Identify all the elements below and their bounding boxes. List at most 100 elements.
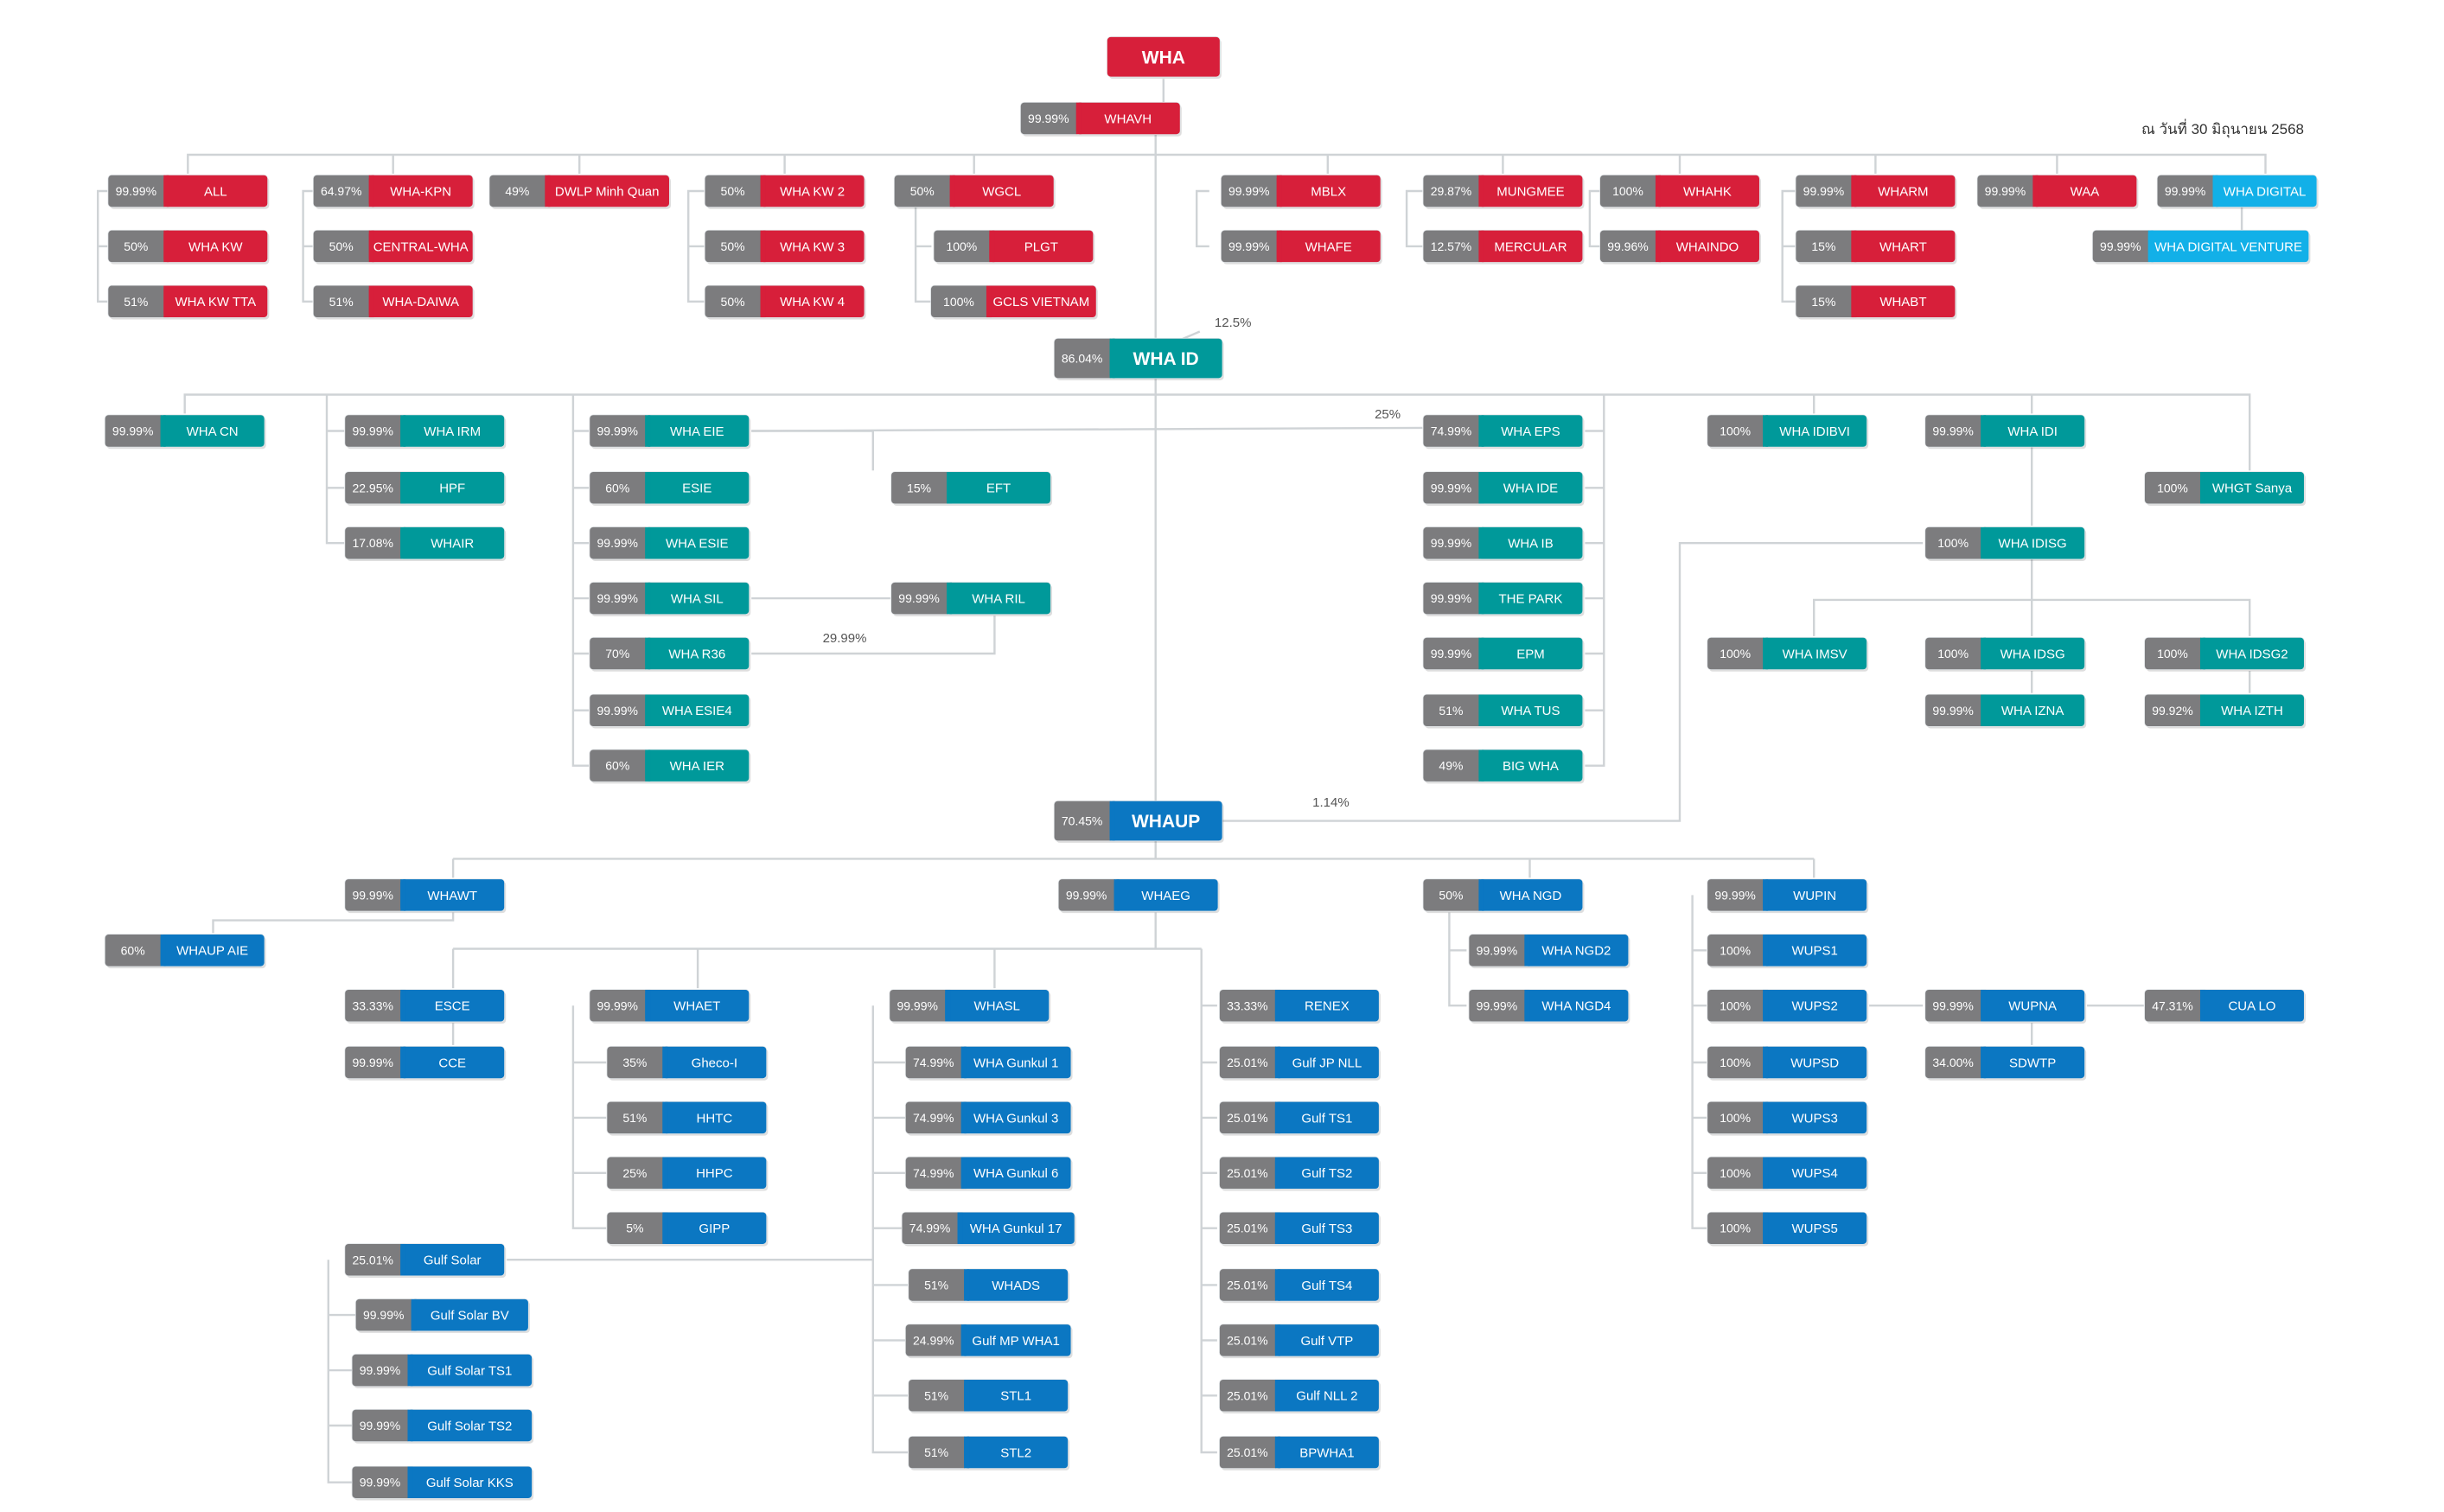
company-node-cualo: 47.31%CUA LO: [2144, 989, 2306, 1024]
ownership-percent-box: [590, 989, 649, 1022]
company-node-wups2: 100%WUPS2: [1707, 989, 1869, 1024]
company-name-box-edge: [1274, 1380, 1280, 1412]
company-name: DWLP Minh Quan: [555, 184, 660, 199]
company-name-box: [407, 1354, 533, 1387]
ownership-percent: 99.99%: [1932, 424, 1973, 438]
ownership-percent: 99.99%: [1985, 184, 2026, 198]
connector-line: [1195, 189, 1209, 248]
ownership-percent-box: [1423, 750, 1483, 782]
ownership-percent-box: [352, 1354, 412, 1387]
ownership-percent: 99.99%: [1714, 888, 1755, 902]
ownership-percent: 99.99%: [1431, 591, 1471, 605]
company-node-gulfsolarts1: 99.99%Gulf Solar TS1: [351, 1354, 534, 1388]
ownership-percent: 50%: [1439, 888, 1463, 902]
company-name-box-edge: [945, 989, 951, 1022]
company-node-gulfmpwha1: 24.99%Gulf MP WHA1: [904, 1324, 1073, 1359]
company-name-box: [400, 1243, 505, 1276]
company-name-box-edge: [960, 1157, 967, 1190]
ownership-percent: 50%: [721, 184, 745, 198]
ownership-percent: 50%: [721, 295, 745, 309]
company-node-ghecoi: 35%Gheco-I: [606, 1045, 769, 1081]
company-name-box: [645, 582, 750, 615]
company-name-box-edge: [964, 1380, 970, 1412]
ownership-percent-box: [1423, 472, 1483, 504]
company-name-box: [645, 750, 750, 782]
company-name-box: [160, 415, 265, 447]
ownership-percent-box: [905, 1324, 965, 1356]
connector-percent-label: 25%: [1375, 407, 1401, 422]
ownership-percent: 15%: [907, 481, 931, 494]
company-name-box-edge: [989, 230, 995, 263]
ownership-percent: 29.87%: [1431, 184, 1471, 198]
company-name: WHA RIL: [972, 591, 1025, 606]
company-name-box-edge: [1981, 415, 1987, 447]
connector-line: [327, 1260, 362, 1483]
connector-line: [1220, 542, 1924, 822]
company-name: WHADS: [992, 1279, 1040, 1293]
company-name-box: [2199, 694, 2304, 727]
ownership-percent-box: [1423, 415, 1483, 447]
ownership-percent-box: [890, 989, 949, 1022]
company-name: Gulf Solar KKS: [426, 1476, 514, 1490]
company-node-whairm: 99.99%WHA IRM: [344, 414, 507, 450]
ownership-percent-box: [590, 472, 649, 504]
company-name-box-edge: [2199, 694, 2205, 727]
company-name: WHA IB: [1508, 537, 1554, 552]
company-name-box-edge: [2212, 175, 2218, 207]
company-name-box-edge: [947, 582, 953, 615]
company-name-box: [945, 989, 1050, 1022]
company-node-whasl: 99.99%WHASL: [889, 989, 1051, 1024]
company-name: WHA DIGITAL VENTURE: [2154, 239, 2302, 254]
ownership-percent: 99.99%: [1228, 184, 1269, 198]
ownership-percent-box: [345, 472, 405, 504]
company-name-box-edge: [2032, 175, 2039, 207]
company-name-box: [645, 694, 750, 727]
company-node-whakwtta: 51%WHA KW TTA: [107, 284, 270, 320]
ownership-percent: 51%: [924, 1445, 948, 1459]
company-name: STL2: [1000, 1445, 1031, 1460]
ownership-percent: 99.99%: [897, 998, 937, 1012]
ownership-percent: 25.01%: [352, 1253, 392, 1266]
ownership-percent-box: [345, 415, 405, 447]
company-name-box-edge: [1478, 175, 1484, 207]
ownership-percent-box: [1219, 1157, 1279, 1190]
ownership-percent: 25.01%: [1227, 1388, 1267, 1402]
company-name-box-edge: [1763, 1046, 1769, 1079]
ownership-percent: 99.99%: [1228, 239, 1269, 253]
company-name-box-edge: [400, 1243, 406, 1276]
company-name: WHABT: [1879, 295, 1926, 309]
company-node-epm: 99.99%EPM: [1422, 636, 1585, 672]
ownership-percent: 74.99%: [913, 1056, 954, 1069]
ownership-percent: 50%: [124, 239, 148, 253]
company-name-box: [1478, 415, 1583, 447]
ownership-percent-box: [1219, 1269, 1279, 1301]
company-name: MUNGMEE: [1496, 184, 1564, 199]
ownership-percent: 74.99%: [1431, 424, 1471, 438]
ownership-percent-box: [705, 230, 764, 263]
connector-line: [751, 430, 874, 471]
ownership-percent-box: [1423, 879, 1483, 911]
company-name: WHAVH: [1104, 112, 1152, 126]
ownership-percent-box: [1219, 1101, 1279, 1134]
company-node-sdwtp: 34.00%SDWTP: [1924, 1045, 2087, 1081]
connector-percent-label: 1.14%: [1312, 795, 1350, 810]
ownership-percent: 99.99%: [360, 1363, 400, 1377]
ownership-percent-box: [345, 989, 405, 1022]
company-name: WHA EPS: [1501, 424, 1560, 439]
company-name: Gulf TS4: [1301, 1279, 1352, 1293]
company-node-whadigital: 99.99%WHA DIGITAL: [2156, 174, 2319, 209]
company-name: WUPS2: [1791, 999, 1837, 1014]
ownership-percent: 74.99%: [909, 1222, 950, 1235]
company-name-box-edge: [368, 175, 374, 207]
company-name: BIG WHA: [1503, 759, 1559, 774]
ownership-percent-box: [1707, 1157, 1767, 1190]
ownership-percent: 33.33%: [352, 998, 392, 1012]
company-name-box-edge: [160, 415, 166, 447]
company-name-box: [1981, 989, 2085, 1022]
company-node-whacn: 99.99%WHA CN: [104, 414, 266, 450]
company-name-box-edge: [1276, 230, 1282, 263]
company-name: HHTC: [697, 1111, 733, 1126]
ownership-percent: 100%: [943, 295, 974, 309]
company-name: Gulf MP WHA1: [972, 1334, 1059, 1349]
company-name: MBLX: [1311, 184, 1346, 199]
